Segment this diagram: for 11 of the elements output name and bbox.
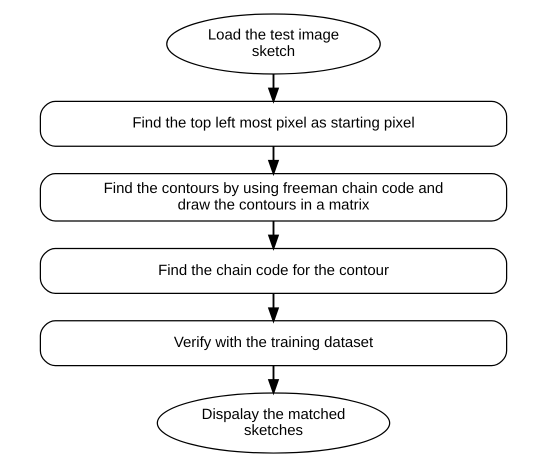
node-box: Find the top left most pixel as starting pixel — [40, 100, 508, 146]
node-ellipse: Dispalay the matched sketches — [156, 392, 390, 454]
node-box: Find the chain code for the contour — [40, 247, 508, 294]
node-ellipse: Load the test image sketch — [166, 12, 381, 74]
arrow — [268, 366, 280, 395]
node-box: Verify with the training dataset — [40, 320, 508, 366]
arrow — [268, 292, 280, 324]
arrow — [268, 146, 280, 176]
arrow — [268, 220, 280, 250]
arrow — [268, 74, 280, 104]
node-box: Find the contours by using freeman chain code and draw the contours in a matrix — [40, 172, 508, 222]
